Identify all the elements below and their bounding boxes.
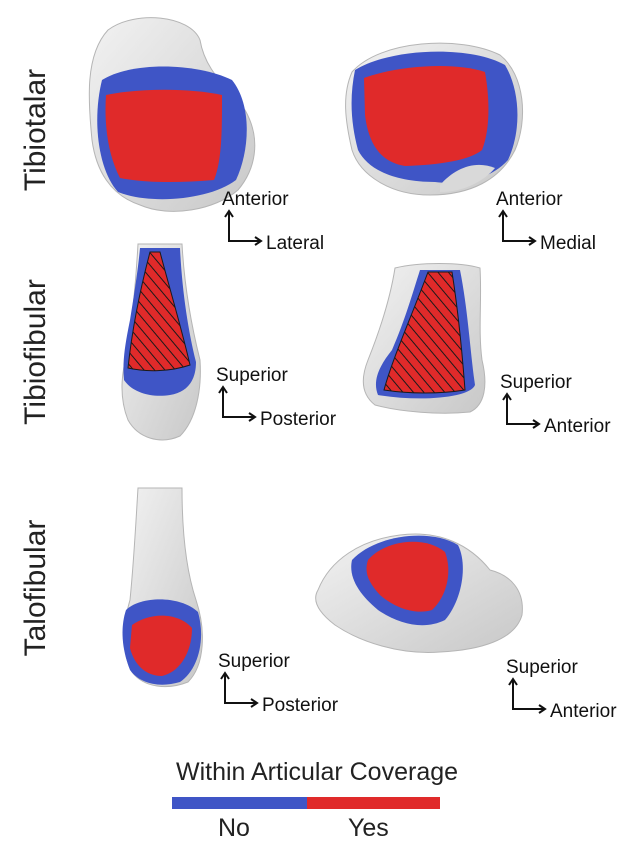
axes-talofibular-right: Superior Anterior	[506, 657, 634, 727]
axes-tibiotalar-right: Anterior Medial	[496, 189, 634, 259]
talofibular-left-bone	[123, 488, 203, 687]
legend-title: Within Articular Coverage	[0, 758, 634, 787]
axis-side-label: Posterior	[262, 695, 338, 717]
axis-up-label: Superior	[216, 365, 288, 387]
axis-up-label: Anterior	[222, 189, 289, 211]
axis-side-label: Anterior	[544, 416, 611, 438]
axes-tibiotalar-left: Anterior Lateral	[222, 189, 382, 259]
axis-up-label: Anterior	[496, 189, 563, 211]
axes-talofibular-left: Superior Posterior	[218, 651, 378, 721]
axis-up-label: Superior	[500, 372, 572, 394]
axis-up-label: Superior	[506, 657, 578, 679]
tibiotalar-left-bone	[89, 18, 255, 212]
legend-label-no: No	[218, 814, 250, 843]
tibiotalar-left-covered	[106, 90, 222, 182]
legend-label-yes: Yes	[348, 814, 389, 843]
axes-tibiofibular-right: Superior Anterior	[500, 372, 634, 442]
tibiofibular-left-bone	[122, 244, 200, 440]
axes-tibiofibular-left: Superior Posterior	[216, 365, 376, 435]
axis-side-label: Lateral	[266, 233, 324, 255]
tibiofibular-right-bone	[363, 264, 485, 414]
axis-up-label: Superior	[218, 651, 290, 673]
tibiotalar-right-covered	[364, 66, 488, 166]
axis-side-label: Medial	[540, 233, 596, 255]
legend-swatch-yes	[307, 797, 440, 809]
legend-swatch-no	[172, 797, 307, 809]
tibiotalar-right-bone	[346, 43, 523, 195]
axis-side-label: Posterior	[260, 409, 336, 431]
axis-side-label: Anterior	[550, 701, 617, 723]
talofibular-right-bone	[316, 534, 523, 652]
